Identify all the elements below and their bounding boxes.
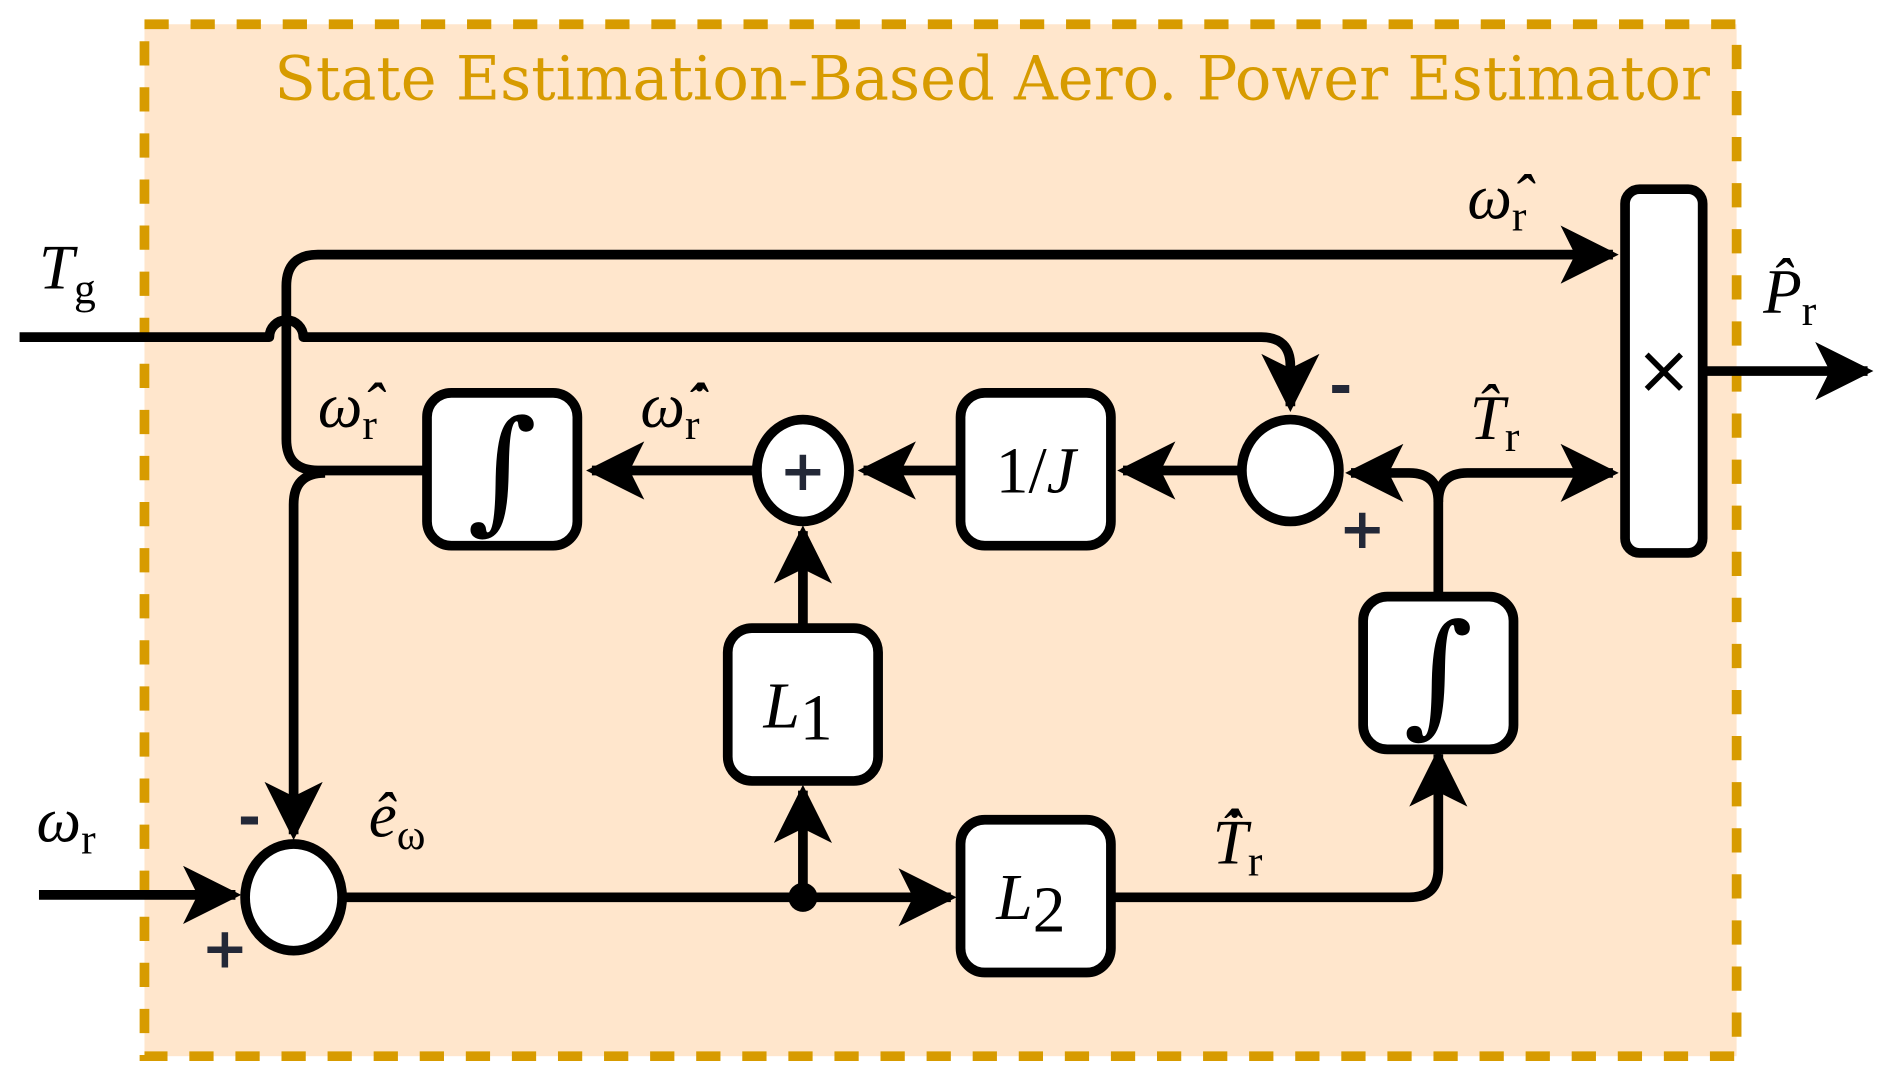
label-p-hat-r: P̂r — [1762, 257, 1817, 335]
label-t-hat-r: T̂r — [1470, 383, 1520, 461]
sum-error-junction[interactable] — [240, 839, 347, 956]
branch-point — [788, 882, 818, 912]
label-omega-r: ωr — [37, 786, 97, 864]
container-title: State Estimation-Based Aero. Power Estim… — [274, 44, 1710, 114]
gain-L2-block[interactable]: L2 — [955, 814, 1116, 978]
sum-torque-plus-sign: + — [1339, 497, 1386, 562]
sum-error-plus-sign: + — [201, 917, 248, 982]
sum-accel-plus-sign: + — [780, 439, 827, 504]
sum-torque-minus-sign: - — [1329, 354, 1352, 419]
integrator-omega-block[interactable]: ∫ — [422, 388, 583, 551]
wire-tg — [19, 315, 1320, 413]
wire-L2-to-integrator — [1110, 748, 1468, 903]
integral-symbol: ∫ — [467, 392, 537, 547]
wire-omega-hat-top — [281, 225, 1619, 476]
integrator-torque-block[interactable]: ∫ — [1358, 591, 1519, 755]
label-t-hat-dot-r: T̂̇r — [1213, 807, 1263, 885]
sum-error-minus-sign: - — [238, 786, 261, 851]
wire-omega-hat-feedback — [264, 468, 326, 841]
wire-that-to-mult — [1433, 443, 1619, 503]
gain-L1-block[interactable]: L1 — [722, 623, 883, 786]
sum-accel-junction[interactable]: + — [751, 414, 854, 527]
label-tg: Tg — [39, 233, 96, 314]
integral-symbol: ∫ — [1404, 596, 1474, 751]
gain-L1-label: L1 — [762, 671, 832, 755]
gain-L2-label: L2 — [995, 862, 1065, 946]
label-omega-hat-dot: ω̂̇r — [640, 371, 709, 449]
multiplier-block[interactable]: × — [1620, 184, 1708, 558]
label-e-hat-omega: êω — [369, 781, 426, 859]
inverse-inertia-label: 1/J — [996, 435, 1079, 507]
times-symbol: × — [1635, 331, 1692, 410]
inverse-inertia-block[interactable]: 1/J — [955, 388, 1116, 551]
sum-torque-junction[interactable] — [1237, 414, 1344, 527]
